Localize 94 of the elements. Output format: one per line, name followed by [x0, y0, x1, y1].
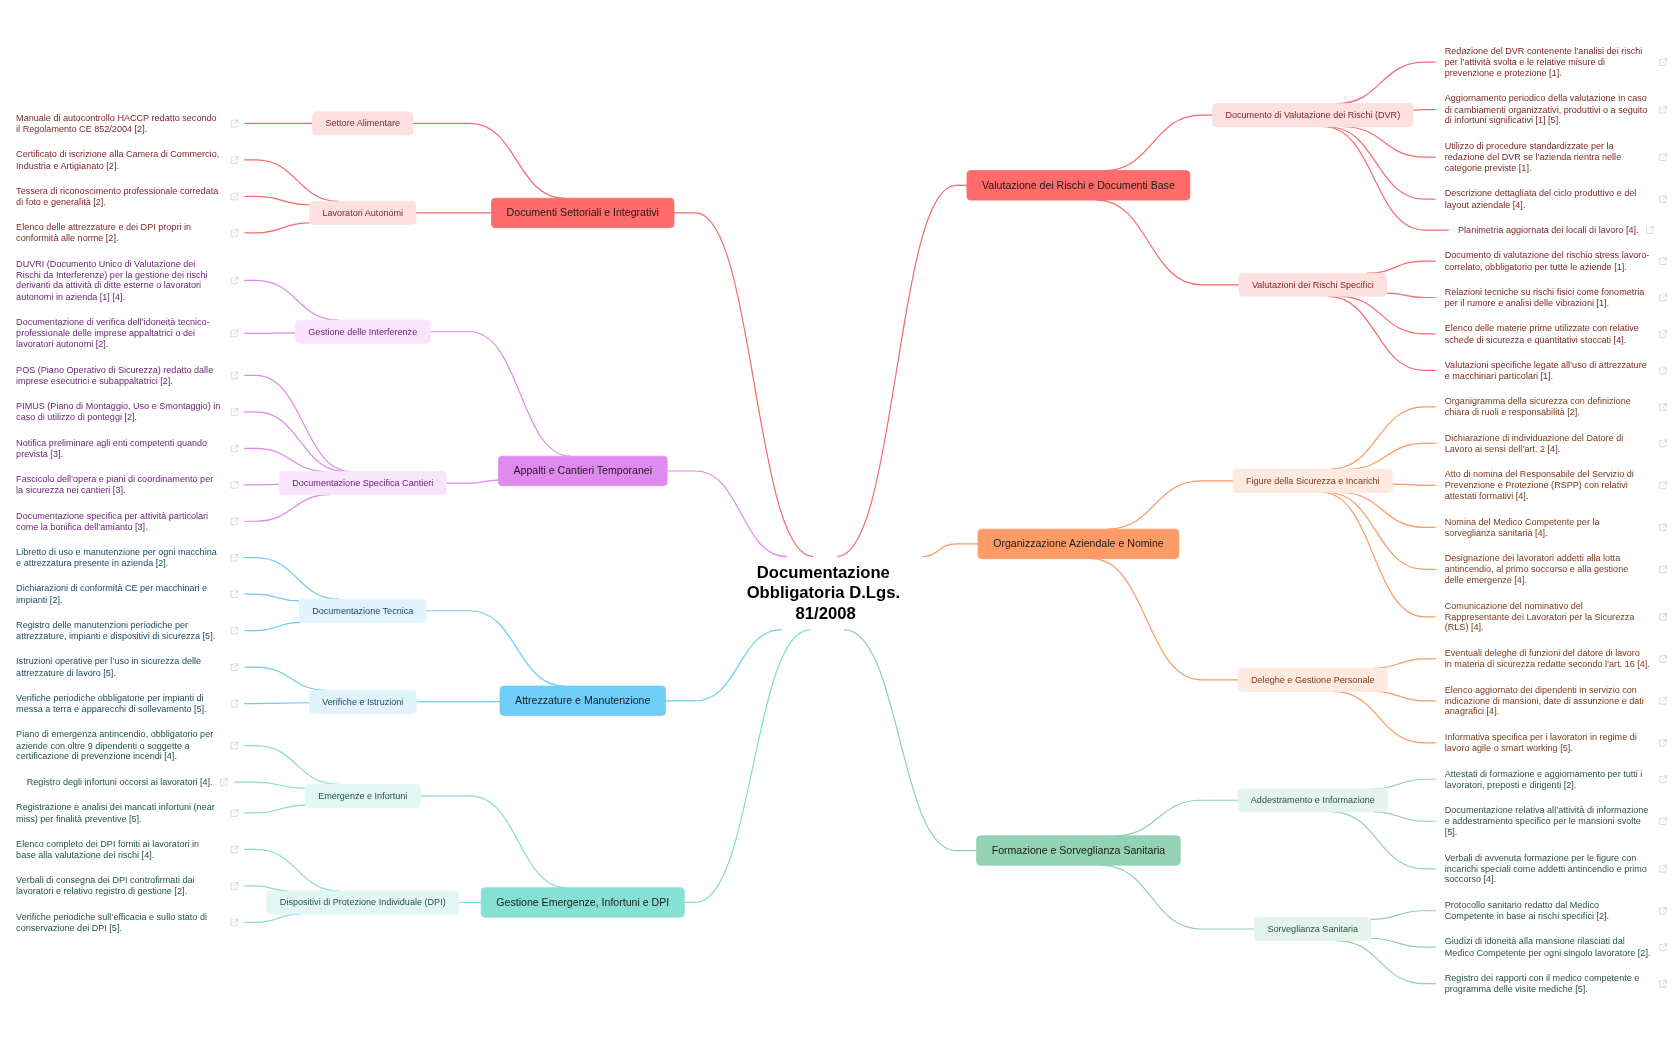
node-text: Dichiarazioni di conformità CE per macchinari e impianti [2]. — [16, 582, 208, 605]
node-box: Deleghe e Gestione Personale — [1237, 667, 1388, 692]
node-text: Utilizzo di procedure standardizzate per la redazione del DVR se l’azienda rientra nelle categorie previste [1]. — [1444, 140, 1622, 174]
connector — [243, 804, 306, 814]
node-box: Settore Alimentare — [312, 111, 414, 136]
node-text: PIMUS (Piano di Montaggio, Uso e Smontaggio) in caso di utilizzo di ponteggi [2]. — [16, 400, 221, 423]
connector — [415, 212, 493, 214]
node-text: Comunicazione del nominativo del Rappresentante dei Lavoratori per la Sicurezza (RLS) [4]. — [1444, 600, 1635, 633]
node-text: Protocollo sanitario redatto dal Medico Competente in base ai rischi specifici [2]. — [1444, 899, 1610, 922]
node-text: Documentazione relativa all’attività di informazione e addestramento specifico per le mansioni svolte [5]. — [1444, 804, 1649, 838]
connector — [243, 483, 280, 486]
connector — [921, 543, 979, 558]
node-text: Fascicolo dell’opera e piani di coordinamento per la sicurezza nei cantieri [3]. — [16, 473, 214, 496]
node-text: Registro dei rapporti con il medico competente e programma delle visite mediche [5]. — [1444, 972, 1640, 995]
node-text: Documento di valutazione del rischio stress lavoro-correlato, obbligatorio per tutte le aziende [1]. — [1444, 249, 1650, 272]
connector — [683, 628, 811, 903]
node-box: Addestramento e Informazione — [1237, 788, 1389, 813]
node-text: Verifiche periodiche obbligatorie per impianti di messa a terra e apparecchi di sollevamento [5]. — [16, 692, 207, 714]
node-box: Organizzazione Aziendale e Nomine — [977, 528, 1180, 559]
node-text: Eventuali deleghe di funzioni del datore di lavoro in materia di sicurezza redatte secondo l’art. 16 [4]. — [1444, 647, 1650, 670]
connector — [243, 195, 311, 206]
node-box: Valutazione dei Rischi e Documenti Base — [966, 170, 1191, 201]
connector — [243, 621, 302, 632]
node-text: Registro delle manutenzioni periodiche per attrezzature, impianti e dispositivi di sicurezza [5]. — [16, 619, 216, 642]
connector — [664, 628, 783, 702]
node-text: Elenco aggiornato dei dipendenti in servizio con indicazione di mansioni, date di assunzione e dati anagrafici [4]. — [1444, 684, 1644, 717]
connector — [843, 628, 978, 851]
node-text: Relazioni tecniche su rischi fisici come fonometria per il rumore e analisi delle vibrazioni [1]. — [1444, 286, 1645, 308]
node-text: Documentazione Obbligatoria D.Lgs. 81/2008 — [746, 562, 900, 622]
connector — [457, 901, 482, 903]
node-box: Documento di Valutazione dei Rischi (DVR) — [1212, 103, 1414, 127]
node-text: Elenco delle materie prime utilizzate con relative schede di sicurezza e quantitativi stoccati [4]. — [1444, 322, 1639, 345]
node-text: Verbali di avvenuta formazione per le figure con incarichi speciali come addetti antincendio e primo soccorso [4]. — [1444, 852, 1647, 885]
node-text: Istruzioni operative per l’uso in sicurezza delle attrezzature di lavoro [5]. — [16, 655, 202, 678]
node-text: Certificato di iscrizione alla Camera di Commercio, Industria e Artigianato [2]. — [16, 148, 220, 171]
node-text: Valutazioni specifiche legate all’uso di attrezzature e macchinari particolari [1]. — [1444, 359, 1647, 381]
connector — [836, 184, 968, 558]
node-box: Documentazione Tecnica — [298, 598, 427, 623]
connector — [1391, 483, 1437, 486]
connector — [1370, 910, 1437, 920]
node-box: Gestione delle Interferenze — [295, 319, 431, 344]
node-text: Nomina del Medico Competente per la sorveglianza sanitaria [4]. — [1444, 516, 1600, 538]
node-box: Verifiche e Istruzioni — [308, 689, 417, 714]
node-box: Formazione e Sorveglianza Sanitaria — [976, 835, 1181, 866]
node-text: Atto di nomina del Responsabile del Servizio di Prevenzione e Protezione (RSPP) con relativi attestati formativi [4]. — [1444, 468, 1634, 502]
node-box: Documentazione Specifica Cantieri — [278, 471, 447, 495]
node-text: Verbali di consegna dei DPI controfirmati dai lavoratori e relativo registro di gestione [2]. — [16, 874, 195, 897]
node-text: Descrizione dettagliata del ciclo produttivo e del layout aziendale [4]. — [1444, 187, 1637, 210]
connector — [243, 702, 310, 705]
node-box: Figure della Sicurezza e Incarichi — [1232, 468, 1393, 493]
node-text: Redazione del DVR contenente l’analisi dei rischi per l’attività svolta e le relative misure di prevenzione e protezione [1]. — [1444, 45, 1643, 79]
node-text: Dichiarazione di individuazione del Datore di Lavoro ai sensi dell’art. 2 [4]. — [1444, 432, 1624, 454]
connector — [1385, 292, 1437, 298]
node-text: Elenco delle attrezzature e dei DPI propri in conformità alle norme [2]. — [16, 221, 192, 244]
connector — [243, 332, 297, 334]
node-text: Tessera di riconoscimento professionale corredata di foto e generalità [2]. — [16, 185, 219, 207]
node-text: Registrazione e analisi dei mancati infortuni (near miss) per finalità preventive [5]. — [16, 801, 215, 824]
node-text: Libretto di uso e manutenzione per ogni macchina e attrezzatura presente in azienda [2]. — [16, 546, 217, 569]
node-text: DUVRI (Documento Unico di Valutazione dei Rischi da Interferenze) per la gestione dei rischi derivanti da attività di ditte esterne o lavoratori autonomi in azienda [1] [4]. — [16, 258, 208, 302]
node-box: Sorveglianza Sanitaria — [1254, 916, 1372, 941]
connector — [243, 593, 300, 602]
node-text: Verifiche periodiche sull’efficacia e sullo stato di conservazione dei DPI [5]. — [16, 911, 207, 933]
node-box: Valutazioni dei Rischi Specifici — [1238, 272, 1387, 297]
node-text: Attestati di formazione e aggiornamento per tutti i lavoratori, preposti e dirigenti [2]. — [1444, 768, 1643, 790]
node-box: Documenti Settoriali e Integrativi — [491, 197, 675, 228]
node-text: Documentazione di verifica dell’idoneità tecnico-professionale delle imprese appaltatrici o dei lavoratori autonomi [2]. — [16, 316, 210, 350]
node-text: Documentazione specifica per attività particolari come la bonifica dell’amianto [3]. — [16, 510, 209, 532]
node-text: Planimetria aggiornata dei locali di lavoro [4]. — [1458, 224, 1639, 235]
node-text: Piano di emergenza antincendio, obbligatorio per aziende con oltre 9 dipendenti o soggette a certificazione di prevenzione incendi [4]. — [16, 728, 214, 762]
node-text: Registro degli infortuni occorsi ai lavoratori [4]. — [26, 776, 213, 787]
connector — [445, 479, 499, 484]
connector — [233, 781, 306, 789]
node-text: Informativa specifica per i lavoratori in regime di lavoro agile o smart working [5]. — [1444, 731, 1637, 754]
node-box: Lavoratori Autonomi — [309, 200, 417, 225]
node-text: Designazione dei lavoratori addetti alla lotta antincendio, al primo soccorso e alla gestione delle emergenze [4]. — [1444, 552, 1629, 586]
node-box: Gestione Emergenze, Infortuni e DPI — [480, 887, 685, 918]
node-box: Appalti e Cantieri Temporanei — [497, 455, 668, 486]
connector — [1370, 937, 1437, 948]
connector — [1412, 108, 1437, 111]
connector — [666, 470, 788, 558]
node-text: Aggiornamento periodico della valutazione in caso di cambiamenti organizzativi, produttivi o a seguito di infortuni significativi [1] [5]. — [1444, 92, 1648, 126]
connector — [243, 222, 311, 234]
node-text: Giudizi di idoneità alla mansione rilasciati dal Medico Competente per ogni singolo lavoratore [2]. — [1444, 936, 1651, 958]
connector — [415, 700, 501, 703]
node-box: Emergenze e Infortuni — [304, 783, 421, 808]
node-text: Elenco completo dei DPI forniti ai lavoratori in base alla valutazione dei rischi [4]. — [16, 838, 200, 860]
connector — [243, 122, 314, 124]
node-text: Notifica preliminare agli enti competenti quando prevista [3]. — [16, 437, 208, 459]
node-text: Organigramma della sicurezza con definizione chiara di ruoli e responsabilità [2]. — [1444, 395, 1631, 418]
node-box: Attrezzature e Manutenzione — [499, 685, 666, 716]
node-text: POS (Piano Operativo di Sicurezza) redatto dalle imprese esecutrici e subappaltatrici [2]. — [16, 364, 214, 386]
connector — [673, 212, 814, 558]
node-box: Dispositivi di Protezione Individuale (DPI) — [266, 890, 459, 915]
node-text: Manuale di autocontrollo HACCP redatto secondo il Regolamento CE 852/2004 [2]. — [16, 112, 217, 134]
